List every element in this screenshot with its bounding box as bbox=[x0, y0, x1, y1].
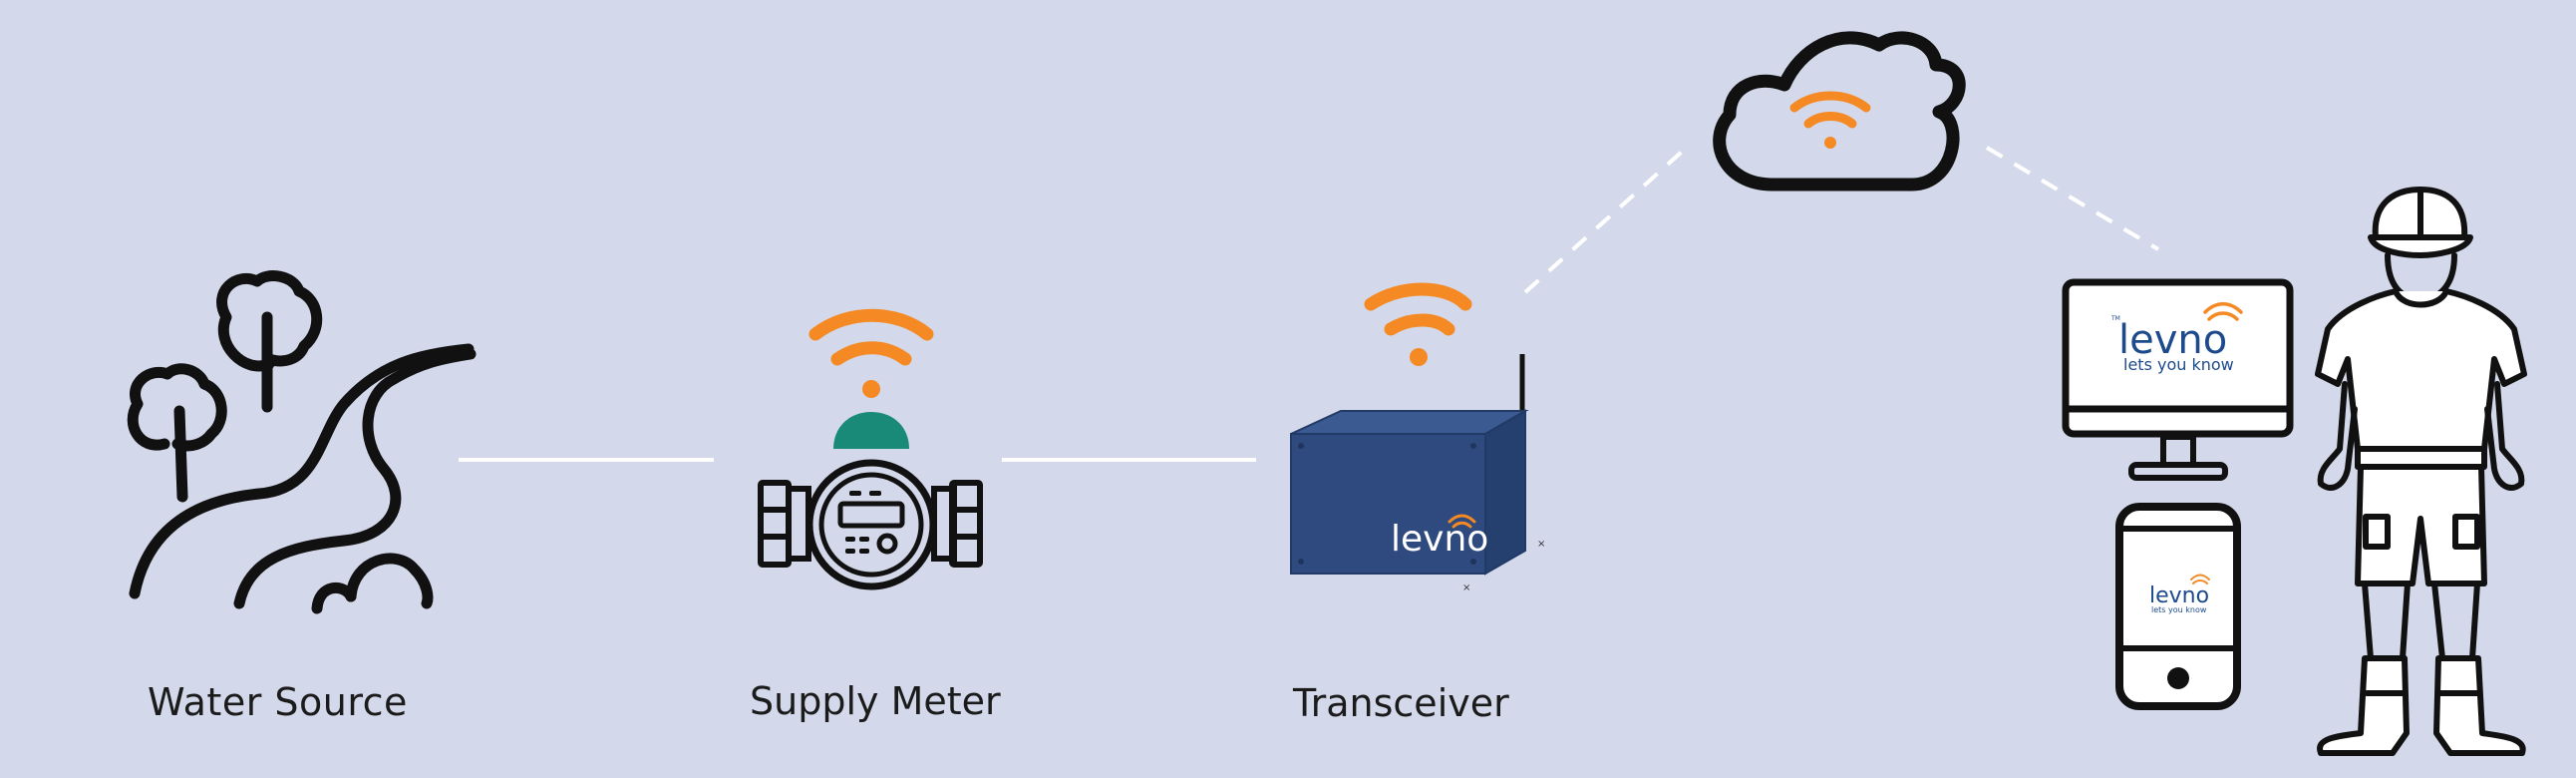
farmer-person-icon bbox=[2315, 187, 2527, 756]
svg-text:×: × bbox=[1537, 539, 1545, 550]
supply-meter-label: Supply Meter bbox=[750, 679, 1001, 723]
water-meter-icon bbox=[758, 308, 983, 590]
meter-wifi-icon bbox=[808, 308, 934, 366]
monitor-brand-logo: levno bbox=[2118, 317, 2227, 363]
river-trees-icon bbox=[127, 270, 477, 614]
connector-transceiver-cloud bbox=[1523, 143, 1692, 294]
smartphone-icon: levno lets you know bbox=[2115, 503, 2241, 710]
transceiver-wifi-icon bbox=[1364, 282, 1472, 336]
cloud-wifi-icon bbox=[1713, 31, 1966, 192]
connector-cloud-user bbox=[1985, 146, 2160, 251]
sensor-dome bbox=[833, 412, 909, 449]
phone-brand-logo: levno bbox=[2149, 584, 2209, 608]
phone-tagline: lets you know bbox=[2151, 605, 2207, 614]
svg-text:×: × bbox=[1462, 583, 1470, 593]
transceiver-brand-logo: levno bbox=[1391, 519, 1488, 560]
water-source-label: Water Source bbox=[148, 680, 408, 724]
desktop-monitor-icon: levno TM lets you know bbox=[2062, 278, 2294, 481]
transceiver-box-icon: levno × × bbox=[1290, 282, 1545, 593]
monitor-tagline: lets you know bbox=[2123, 355, 2234, 374]
transceiver-label: Transceiver bbox=[1292, 681, 1509, 725]
monitor-tm-mark: TM bbox=[2110, 315, 2120, 322]
